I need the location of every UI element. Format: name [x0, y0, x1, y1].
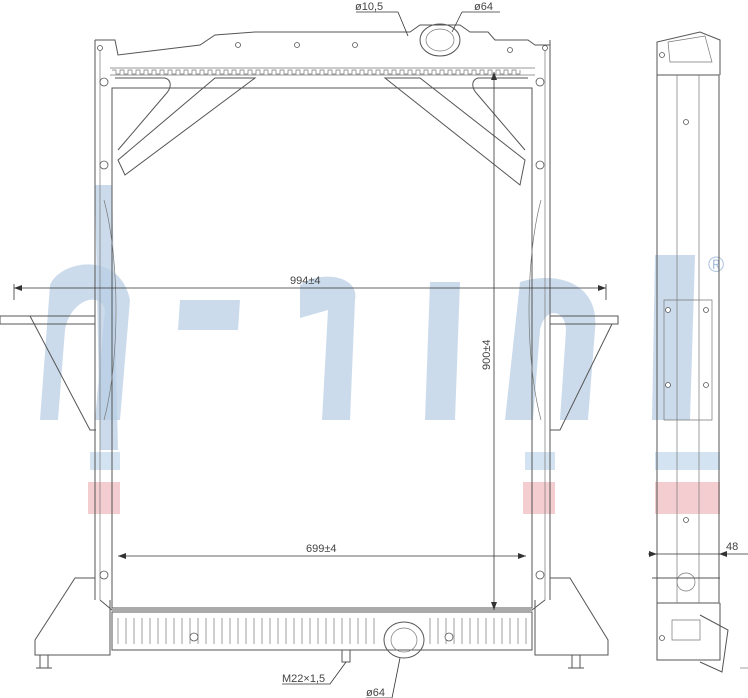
brand-watermark: ®	[40, 185, 724, 514]
outlet-diameter-label: ø64	[366, 687, 385, 698]
trademark-symbol: ®	[708, 252, 724, 277]
overall-width-label: 994±4	[290, 275, 321, 287]
core-width-label: 699±4	[306, 543, 337, 555]
depth-label: 48	[726, 541, 738, 553]
radiator-side-view	[652, 31, 748, 673]
radiator-front-view	[0, 23, 619, 669]
core-height-label: 900±4	[481, 339, 493, 370]
dimension-annotations: ø10,5 ø64 994±4 900±4 699±4 48 M22×1,5 ø…	[13, 1, 748, 698]
vent-diameter-label: ø10,5	[355, 1, 383, 13]
inlet-diameter-label: ø64	[474, 1, 493, 13]
drain-thread-label: M22×1,5	[282, 673, 325, 685]
